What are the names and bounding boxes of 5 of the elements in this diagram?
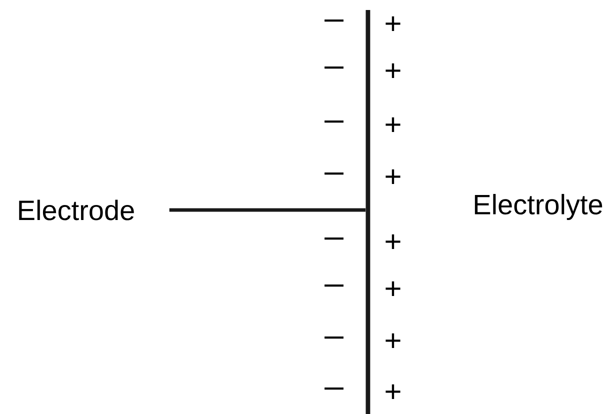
electrolyte-label: Electrolyte bbox=[474, 194, 602, 220]
electrode-label: Electrode bbox=[19, 200, 134, 220]
connector-line bbox=[169, 208, 366, 212]
minus-sign: − bbox=[324, 237, 344, 240]
electrode-plate bbox=[366, 10, 370, 414]
